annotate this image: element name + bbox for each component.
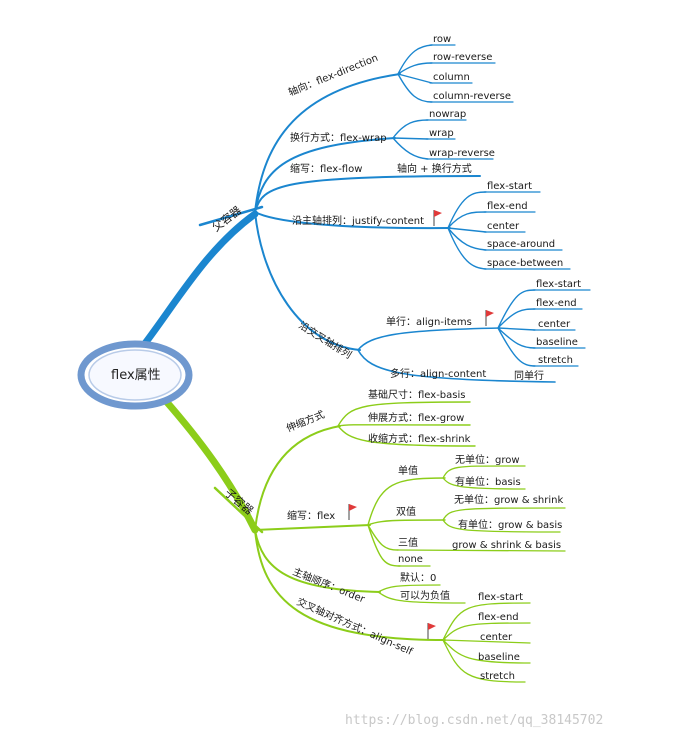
multi-label[interactable]: 多行：align-content	[390, 367, 486, 380]
link-order	[254, 529, 381, 593]
flag-icon	[485, 310, 494, 326]
flex-double-item[interactable]: 有单位：grow & basis	[458, 518, 562, 531]
single-label[interactable]: 单行：align-items	[386, 315, 472, 328]
root-to-parent-link	[136, 210, 259, 354]
wrap-item-underlines	[425, 119, 494, 160]
root-label: flex属性	[111, 368, 161, 383]
link-single-items	[497, 289, 536, 367]
link-cross-multi	[357, 349, 556, 383]
link-scale	[254, 425, 341, 531]
flex-double-item[interactable]: 无单位：grow & shrink	[454, 493, 563, 506]
flag-icon	[433, 210, 442, 226]
single-item[interactable]: baseline	[536, 337, 578, 348]
link-flex-options	[367, 477, 446, 567]
link-flow	[254, 175, 481, 213]
direction-label[interactable]: 轴向：flex-direction	[286, 51, 380, 99]
link-cross-single	[357, 327, 501, 351]
child-labels: 子容器 伸缩方式 基础尺寸：flex-basis 伸展方式：flex-grow …	[222, 388, 563, 682]
direction-item[interactable]: column-reverse	[433, 91, 511, 102]
scale-item[interactable]: 收缩方式：flex-shrink	[368, 432, 471, 445]
flex-label[interactable]: 缩写：flex	[287, 509, 335, 522]
justify-label[interactable]: 沿主轴排列：justify-content	[292, 214, 424, 227]
root-inner	[88, 349, 182, 401]
link-align-self-items	[442, 602, 531, 683]
child-underline	[213, 486, 264, 534]
flex-none-label[interactable]: none	[398, 554, 423, 565]
flex-double-label[interactable]: 双值	[396, 505, 416, 518]
justify-item-underlines	[483, 191, 571, 270]
order-item[interactable]: 默认：0	[400, 571, 436, 584]
wrap-item[interactable]: wrap-reverse	[429, 148, 495, 159]
direction-item[interactable]: column	[433, 72, 470, 83]
link-order-items	[377, 584, 466, 604]
parent-underline	[198, 205, 264, 227]
link-scale-items	[337, 401, 476, 447]
link-direction	[254, 73, 401, 213]
link-flex-triple	[397, 549, 566, 552]
root-to-child-link	[161, 396, 259, 534]
align-self-item[interactable]: baseline	[478, 652, 520, 663]
root-node[interactable]: flex属性	[77, 340, 193, 410]
link-flex-double-items	[442, 507, 566, 533]
justify-item[interactable]: space-around	[487, 239, 555, 250]
justify-item[interactable]: flex-end	[487, 201, 528, 212]
align-self-item[interactable]: flex-start	[478, 592, 523, 603]
link-flex	[254, 524, 371, 531]
scale-item[interactable]: 伸展方式：flex-grow	[368, 411, 464, 424]
justify-item[interactable]: center	[487, 221, 520, 232]
flag-icon	[348, 504, 357, 520]
link-flex-single-items	[442, 465, 526, 490]
flex-single-label[interactable]: 单值	[398, 464, 418, 477]
flow-value[interactable]: 轴向 + 换行方式	[397, 162, 472, 175]
cross-label[interactable]: 沿交叉轴排列	[296, 319, 354, 362]
single-item[interactable]: flex-end	[536, 298, 577, 309]
flex-single-item[interactable]: 有单位：basis	[455, 475, 521, 488]
link-cross	[254, 211, 361, 351]
wrap-label[interactable]: 换行方式：flex-wrap	[290, 131, 387, 144]
watermark: https://blog.csdn.net/qq_38145702	[345, 713, 603, 728]
child-branch	[161, 396, 566, 683]
align-self-label[interactable]: 交叉轴对齐方式：align-self	[295, 595, 416, 658]
direction-item[interactable]: row-reverse	[433, 52, 492, 63]
flag-icon	[427, 623, 436, 639]
child-label[interactable]: 子容器	[222, 486, 256, 518]
flex-triple-label[interactable]: 三值	[398, 536, 418, 549]
justify-item[interactable]: space-between	[487, 258, 563, 269]
direction-item-underlines	[429, 44, 514, 103]
link-justify	[254, 211, 451, 230]
scale-item[interactable]: 基础尺寸：flex-basis	[368, 388, 465, 401]
order-item[interactable]: 可以为负值	[400, 589, 450, 602]
direction-item[interactable]: row	[433, 34, 451, 45]
wrap-item[interactable]: nowrap	[429, 109, 466, 120]
link-wrap-items	[392, 119, 429, 160]
single-item-underlines	[532, 289, 591, 367]
wrap-item[interactable]: wrap	[429, 128, 454, 139]
link-justify-items	[447, 191, 487, 270]
link-align-self	[254, 529, 446, 641]
single-item[interactable]: stretch	[538, 355, 573, 366]
single-item[interactable]: flex-start	[536, 279, 581, 290]
multi-value[interactable]: 同单行	[514, 369, 544, 382]
flow-label[interactable]: 缩写：flex-flow	[290, 162, 362, 175]
flex-triple-value[interactable]: grow & shrink & basis	[452, 540, 561, 551]
link-wrap	[254, 137, 396, 213]
justify-item[interactable]: flex-start	[487, 181, 532, 192]
align-self-item[interactable]: flex-end	[478, 612, 519, 623]
align-self-item[interactable]: center	[480, 632, 513, 643]
parent-branch	[136, 44, 591, 383]
single-item[interactable]: center	[538, 319, 571, 330]
link-direction-items	[397, 44, 433, 103]
align-self-item[interactable]: stretch	[480, 671, 515, 682]
flex-single-item[interactable]: 无单位：grow	[455, 453, 520, 466]
